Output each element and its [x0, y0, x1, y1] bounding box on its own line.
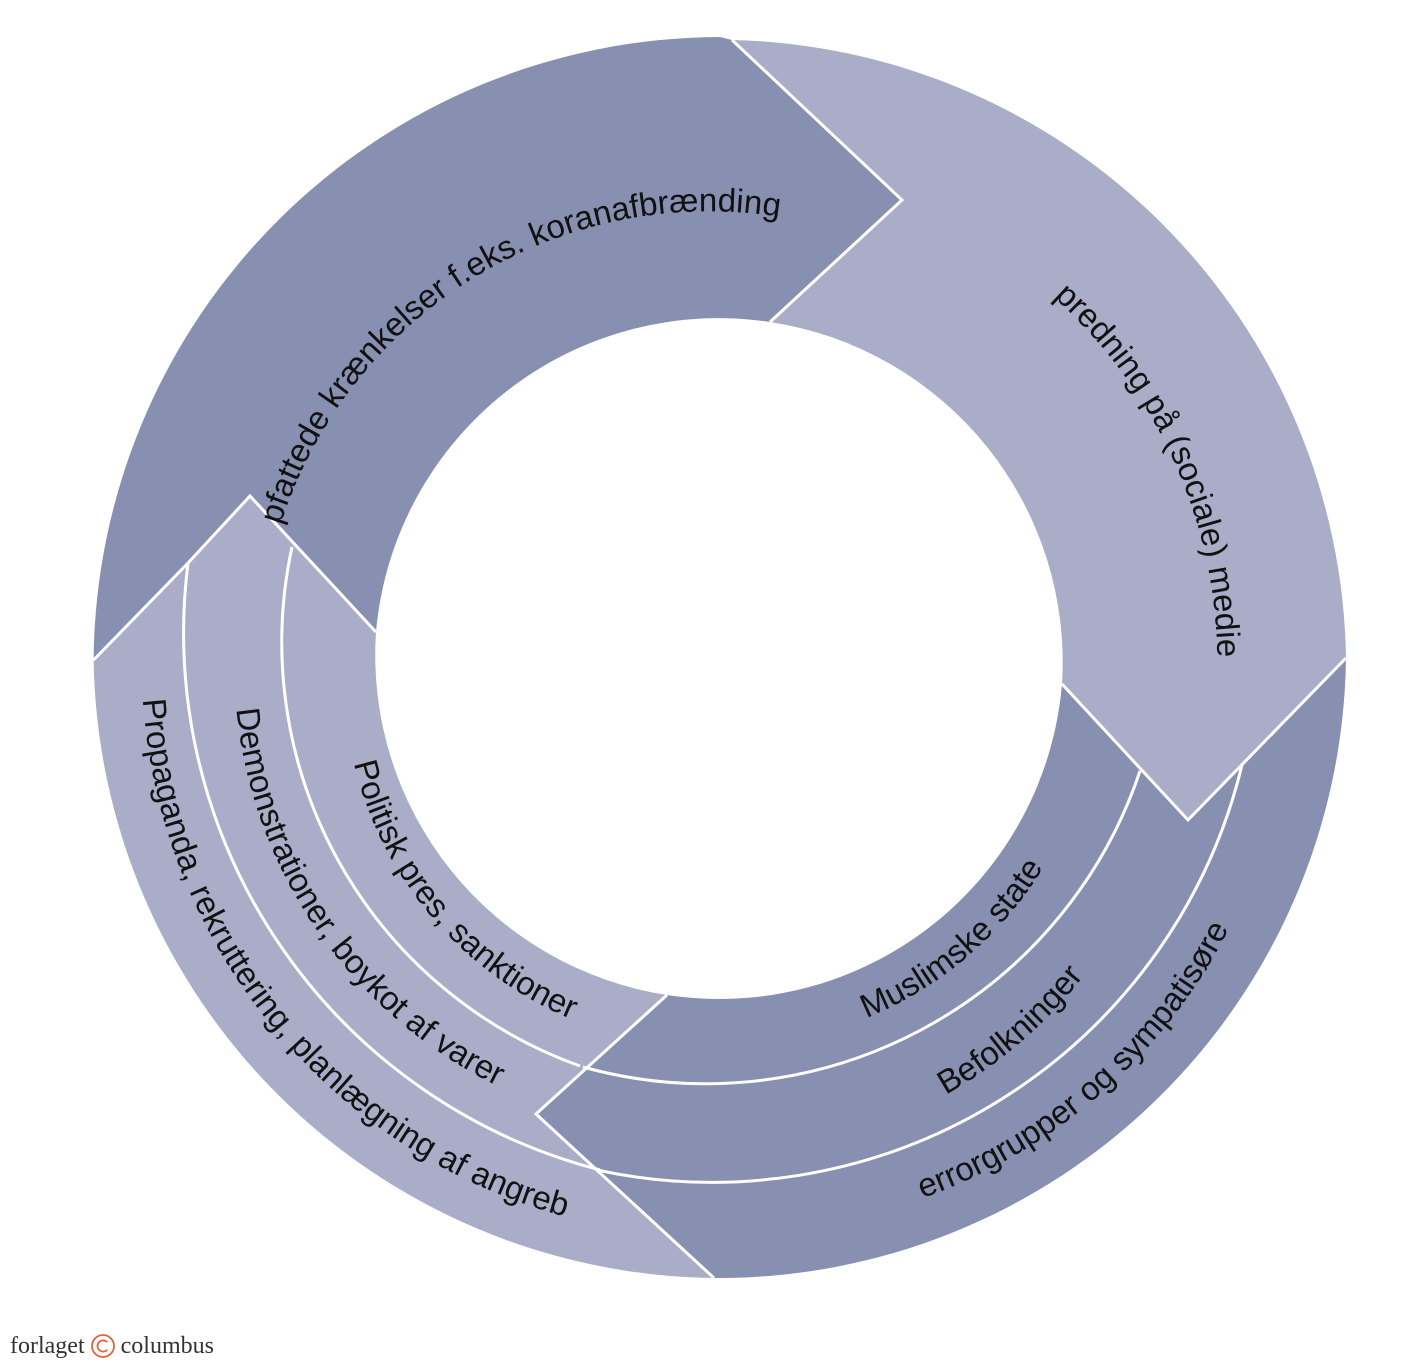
arrow-edge-right-bottom	[1060, 656, 1348, 823]
publisher-footer: forlaget columbus	[10, 1329, 214, 1363]
divider-bl-inner	[280, 546, 581, 1068]
brand-right-text: columbus	[120, 1332, 214, 1359]
divider-br-outer	[596, 764, 1244, 1184]
divider-bl-outer	[182, 562, 601, 1172]
segment-top-krankelser	[93, 37, 903, 660]
segment-bottom-left-handlinger	[93, 496, 715, 1278]
segment-bottom-right-reaktioner	[536, 658, 1346, 1279]
arrow-edge-left-top	[92, 493, 378, 662]
copyright-circle-icon	[90, 1333, 116, 1359]
arrow-edge-bottom-left	[533, 993, 716, 1280]
brand-left-text: forlaget	[10, 1332, 85, 1359]
segment-right-spredning	[732, 40, 1346, 820]
arrow-edge-top-right	[730, 38, 905, 324]
divider-br-inner	[582, 770, 1142, 1086]
